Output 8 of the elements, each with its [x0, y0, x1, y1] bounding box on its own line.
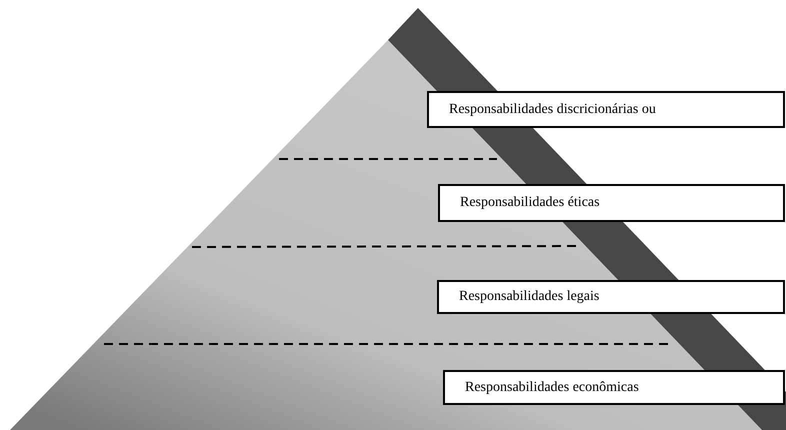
- layer-label: Responsabilidades legais: [459, 290, 600, 304]
- label-box: [443, 370, 785, 405]
- layer-label: Responsabilidades éticas: [460, 196, 600, 210]
- layer-label: Responsabilidades discricionárias ou: [449, 102, 656, 116]
- label-box: [438, 184, 785, 222]
- label-box: [427, 91, 785, 128]
- layer-label: Responsabilidades econômicas: [465, 380, 639, 394]
- label-box: [437, 280, 785, 314]
